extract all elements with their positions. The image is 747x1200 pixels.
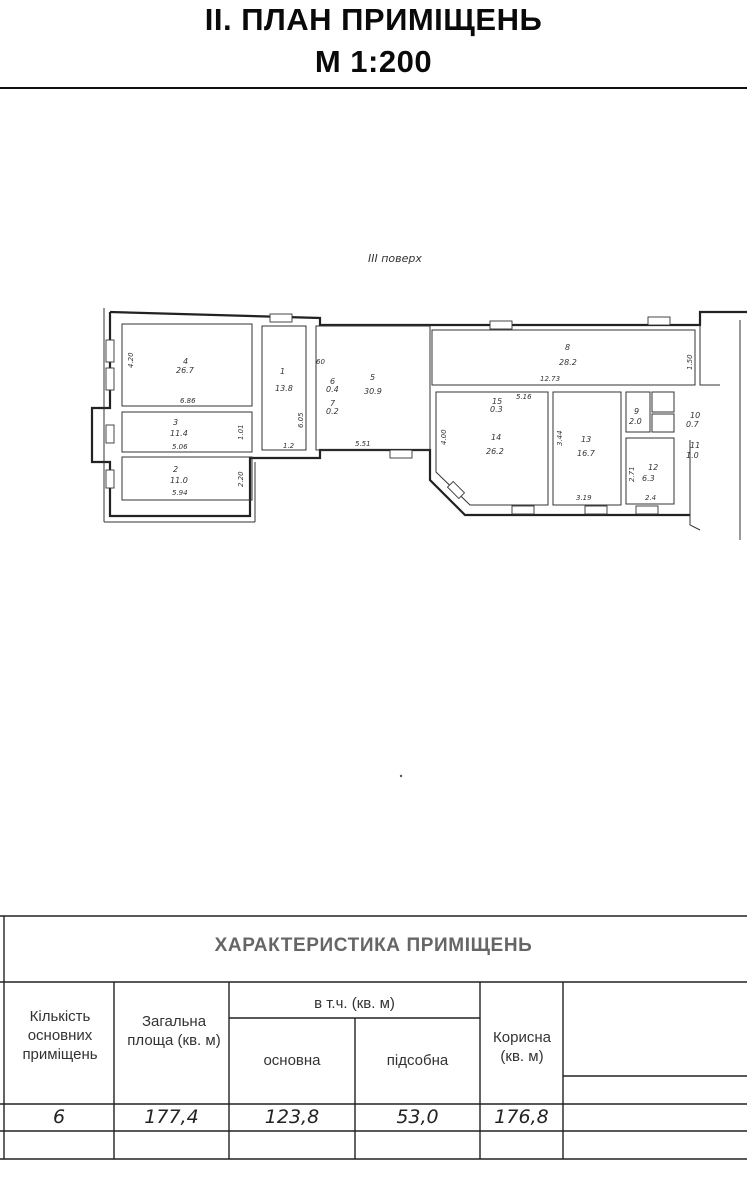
room-num: 15 bbox=[492, 397, 502, 406]
dimension-label: 12.73 bbox=[540, 375, 560, 383]
scale-label: М 1:200 bbox=[314, 44, 433, 79]
col-header-count: Кількість основних приміщень bbox=[22, 1008, 98, 1063]
room-area: 0.3 bbox=[490, 405, 503, 414]
room-area: 28.2 bbox=[559, 358, 577, 367]
dimension-label: 5.16 bbox=[516, 393, 532, 401]
value-useful: 176,8 bbox=[494, 1106, 549, 1128]
dimension-label: 3.44 bbox=[556, 430, 564, 446]
page-title: II. ПЛАН ПРИМІЩЕНЬ bbox=[204, 2, 543, 37]
dimension-label: 5.51 bbox=[355, 440, 371, 448]
room-area: 26.7 bbox=[176, 366, 195, 375]
room-num: 4 bbox=[183, 357, 188, 366]
room-num: 12 bbox=[648, 463, 658, 472]
dimension-label: 3.19 bbox=[576, 494, 592, 502]
col-header-useful: Корисна (кв. м) bbox=[493, 1029, 551, 1065]
room-area: 6.3 bbox=[642, 474, 655, 483]
room-area: 1.0 bbox=[686, 451, 699, 460]
room-num: 9 bbox=[634, 407, 639, 416]
value-main: 123,8 bbox=[264, 1106, 320, 1128]
room-num: 10 bbox=[690, 411, 700, 420]
dimension-labels: 4.20 6.86 5.06 5.94 2.20 1.01 6.05 5.51 … bbox=[127, 352, 694, 502]
room-num: 13 bbox=[581, 435, 591, 444]
room-area: 2.0 bbox=[629, 417, 642, 426]
characteristics-title: ХАРАКТЕРИСТИКА ПРИМІЩЕНЬ bbox=[214, 935, 533, 956]
room-num: 8 bbox=[565, 343, 570, 352]
dimension-label: 4.20 bbox=[127, 352, 135, 368]
col-header-total: Загальна площа (кв. м) bbox=[127, 1013, 221, 1049]
room-area: 0.7 bbox=[686, 420, 700, 429]
room-num: 1 bbox=[280, 367, 285, 376]
dimension-label: 2.20 bbox=[237, 471, 245, 487]
dimension-label: 1.50 bbox=[686, 354, 694, 370]
dimension-label: 4.00 bbox=[440, 429, 448, 445]
col-header-main: основна bbox=[263, 1052, 321, 1069]
room-num: 3 bbox=[173, 418, 178, 427]
room-num: 11 bbox=[690, 441, 700, 450]
dimension-label: 5.06 bbox=[172, 443, 188, 451]
value-total: 177,4 bbox=[144, 1106, 199, 1128]
col-header-aux: підсобна bbox=[386, 1052, 449, 1069]
floor-label: III поверх bbox=[368, 252, 422, 265]
dimension-label: 6.05 bbox=[297, 412, 305, 428]
header-rule bbox=[0, 87, 747, 89]
room-area: 11.4 bbox=[170, 429, 188, 438]
room-area: 13.8 bbox=[275, 384, 293, 393]
speck bbox=[399, 774, 403, 778]
dimension-label: 1.01 bbox=[237, 424, 245, 440]
floor-plan: III поверх bbox=[90, 252, 747, 778]
room-num: 7 bbox=[330, 399, 336, 408]
value-count: 6 bbox=[52, 1106, 66, 1128]
room-area: 16.7 bbox=[577, 449, 596, 458]
room-area: 26.2 bbox=[486, 447, 504, 456]
room-num: 14 bbox=[491, 433, 501, 442]
room-area: 0.4 bbox=[326, 385, 339, 394]
dimension-label: 60 bbox=[316, 358, 325, 366]
plan-windows bbox=[105, 313, 671, 515]
room-num: 5 bbox=[370, 373, 375, 382]
dimension-label: 6.86 bbox=[180, 397, 196, 405]
dimension-label: 2.71 bbox=[628, 466, 636, 482]
room-area: 30.9 bbox=[364, 387, 382, 396]
room-labels: 4 26.7 3 11.4 2 11.0 1 13.8 6 0.4 7 0.2 … bbox=[170, 343, 700, 485]
room-num: 2 bbox=[173, 465, 178, 474]
value-aux: 53,0 bbox=[396, 1106, 439, 1128]
room-area: 0.2 bbox=[326, 407, 339, 416]
room-area: 11.0 bbox=[170, 476, 188, 485]
dimension-label: 1.2 bbox=[283, 442, 295, 450]
dimension-label: 5.94 bbox=[172, 489, 188, 497]
room-num: 6 bbox=[330, 377, 335, 386]
col-header-incl: в т.ч. (кв. м) bbox=[314, 995, 395, 1012]
dimension-label: 2.4 bbox=[645, 494, 656, 502]
